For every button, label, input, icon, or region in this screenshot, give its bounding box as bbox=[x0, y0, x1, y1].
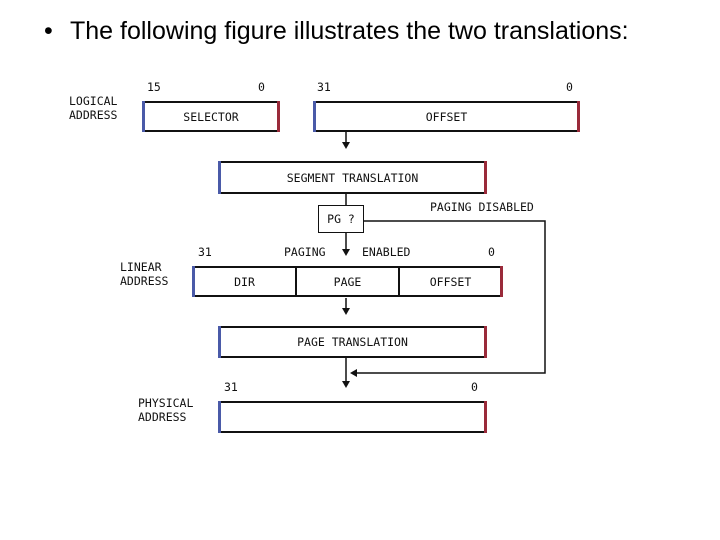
page-label: PAGE bbox=[333, 274, 362, 289]
arrowhead-linear bbox=[342, 249, 350, 256]
linear-offset-label: OFFSET bbox=[429, 274, 472, 289]
logical-offset-label: OFFSET bbox=[425, 109, 468, 124]
arrowhead-physical bbox=[342, 381, 350, 388]
bit-31-logical-label: 31 bbox=[317, 80, 331, 94]
paging-disabled-path bbox=[356, 220, 546, 374]
linear-address-label: LINEAR ADDRESS bbox=[120, 260, 169, 288]
logical-offset-field: OFFSET bbox=[313, 101, 580, 132]
dir-field: DIR bbox=[192, 266, 297, 297]
slide-heading: The following figure illustrates the two… bbox=[70, 17, 629, 45]
enabled-label: ENABLED bbox=[362, 245, 411, 259]
dir-label: DIR bbox=[234, 274, 255, 289]
paging-disabled-label: PAGING DISABLED bbox=[430, 200, 534, 214]
pg-check-label: PG ? bbox=[327, 212, 355, 226]
selector-label: SELECTOR bbox=[183, 109, 239, 124]
page-field: PAGE bbox=[295, 266, 400, 297]
bit-0-linear-label: 0 bbox=[488, 245, 495, 259]
bit-31-physical-label: 31 bbox=[224, 380, 238, 394]
bit-0-selector-label: 0 bbox=[258, 80, 265, 94]
arrowhead-bypass bbox=[350, 369, 357, 377]
linear-offset-field: OFFSET bbox=[398, 266, 503, 297]
page-translation-box: PAGE TRANSLATION bbox=[218, 326, 487, 358]
segment-translation-box: SEGMENT TRANSLATION bbox=[218, 161, 487, 194]
bullet-mark: • bbox=[44, 17, 53, 45]
slide-bullet: • The following figure illustrates the tw… bbox=[44, 17, 629, 46]
pg-check-box: PG ? bbox=[318, 205, 364, 233]
logical-address-label: LOGICAL ADDRESS bbox=[69, 94, 118, 122]
segment-translation-label: SEGMENT TRANSLATION bbox=[286, 170, 419, 185]
paging-label: PAGING bbox=[284, 245, 326, 259]
selector-field: SELECTOR bbox=[142, 101, 280, 132]
arrowhead-segment bbox=[342, 142, 350, 149]
physical-address-label: PHYSICAL ADDRESS bbox=[138, 396, 194, 424]
page-translation-label: PAGE TRANSLATION bbox=[297, 335, 408, 349]
bit-15-label: 15 bbox=[147, 80, 161, 94]
arrowhead-page bbox=[342, 308, 350, 315]
bit-0-offset-label: 0 bbox=[566, 80, 573, 94]
physical-address-field bbox=[218, 401, 487, 433]
bit-31-linear-label: 31 bbox=[198, 245, 212, 259]
bit-0-physical-label: 0 bbox=[471, 380, 478, 394]
